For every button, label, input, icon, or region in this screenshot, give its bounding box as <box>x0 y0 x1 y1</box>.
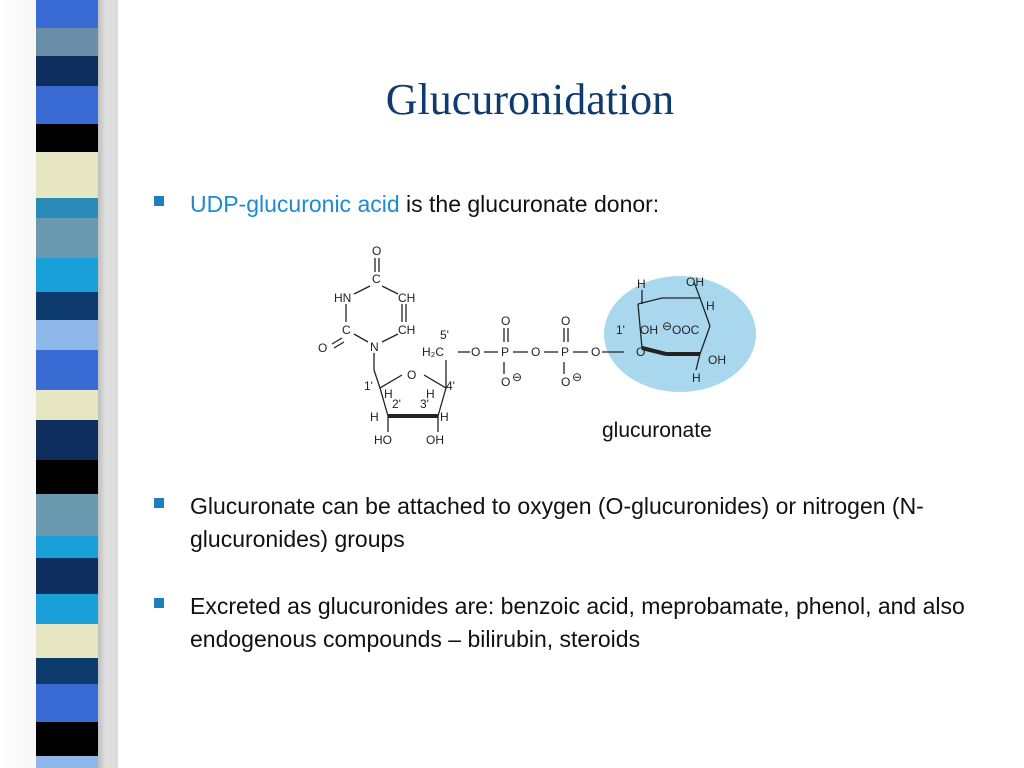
decorative-stripe <box>36 152 98 198</box>
phosphate-labels: O P O O ⊖ O P O O ⊖ O <box>471 314 600 389</box>
bullet-attachment-groups: Glucuronate can be attached to oxygen (O… <box>154 490 974 556</box>
atom-label: H <box>426 387 435 401</box>
bullet-excreted-glucuronides: Excreted as glucuronides are: benzoic ac… <box>154 590 974 656</box>
atom-label: H <box>692 371 701 385</box>
decorative-stripe <box>36 624 98 658</box>
atom-label: O <box>531 345 540 359</box>
atom-label: OH <box>686 275 704 289</box>
decorative-stripe <box>36 124 98 152</box>
atom-label: C <box>372 272 381 286</box>
decorative-stripe <box>36 258 98 292</box>
atom-label: CH <box>398 291 415 305</box>
decorative-stripe <box>36 218 98 258</box>
decorative-stripe <box>36 558 98 594</box>
position-label: 2' <box>392 397 401 411</box>
bullet-text: UDP-glucuronic acid is the glucuronate d… <box>190 188 659 221</box>
atom-label: HO <box>374 433 392 447</box>
bullet-square-icon <box>154 196 164 206</box>
udp-glucuronic-acid-structure: O C HN CH CH C O N O H₂C 5' 1' 4' 2' 3' … <box>318 244 756 447</box>
bullet-text: Glucuronate can be attached to oxygen (O… <box>190 493 924 552</box>
atom-label: O <box>372 244 381 258</box>
atom-label: CH <box>398 323 415 337</box>
decorative-stripe <box>36 756 98 768</box>
glucuronate-caption: glucuronate <box>602 419 712 442</box>
atom-label: O <box>591 345 600 359</box>
decorative-stripe <box>36 722 98 756</box>
decorative-stripe <box>36 0 98 28</box>
decorative-stripe <box>36 86 98 124</box>
stripe-shadow <box>98 0 106 768</box>
glucuronate-labels: H OH H 1' OH ⊖ OOC O OH H <box>616 275 726 385</box>
atom-label: O <box>407 368 416 382</box>
decorative-stripe <box>36 460 98 494</box>
uracil-labels: O C HN CH CH C O N <box>318 244 415 355</box>
glucuronate-highlight <box>604 276 756 392</box>
atom-label: H <box>370 410 379 424</box>
decorative-stripe <box>36 536 98 558</box>
bullet-text: Excreted as glucuronides are: benzoic ac… <box>190 593 965 652</box>
decorative-stripe <box>36 350 98 390</box>
atom-label: O <box>636 345 645 359</box>
position-label: 3' <box>420 397 429 411</box>
atom-label: O <box>501 314 510 328</box>
atom-label: O <box>471 345 480 359</box>
negative-charge-icon: ⊖ <box>662 319 672 333</box>
decorative-stripe <box>36 494 98 536</box>
atom-label: O <box>561 375 570 389</box>
udp-glucuronic-acid-term: UDP-glucuronic acid <box>190 191 400 217</box>
atom-label: P <box>501 345 509 359</box>
atom-label: HN <box>334 291 351 305</box>
decorative-stripe <box>36 292 98 320</box>
bullet-udp-donor: UDP-glucuronic acid is the glucuronate d… <box>154 188 974 221</box>
position-label: 5' <box>440 328 449 342</box>
ribose-labels: O H₂C 5' 1' 4' 2' 3' H H H H HO OH <box>364 328 455 447</box>
atom-label: P <box>561 345 569 359</box>
atom-label: O <box>501 375 510 389</box>
decorative-stripe <box>36 28 98 56</box>
atom-label: OH <box>708 353 726 367</box>
decorative-stripe <box>36 420 98 460</box>
atom-label: H₂C <box>422 345 444 359</box>
atom-label: H <box>637 277 646 291</box>
bullet-square-icon <box>154 498 164 508</box>
atom-label: H <box>440 410 449 424</box>
negative-charge-icon: ⊖ <box>512 370 522 384</box>
atom-label: OOC <box>672 323 700 337</box>
atom-label: OH <box>426 433 444 447</box>
position-label: 4' <box>446 379 455 393</box>
atom-label: H <box>706 299 715 313</box>
atom-label: H <box>384 387 393 401</box>
atom-label: O <box>561 314 570 328</box>
decorative-stripe <box>36 658 98 684</box>
decorative-stripe <box>36 684 98 722</box>
decorative-stripe <box>36 56 98 86</box>
decorative-stripe <box>36 198 98 218</box>
atom-label: N <box>370 340 379 354</box>
position-label: 1' <box>616 323 625 337</box>
slide-title: Glucuronidation <box>385 75 675 124</box>
decorative-stripe <box>36 320 98 350</box>
bullet-rest-text: is the glucuronate donor: <box>399 191 660 217</box>
decorative-stripe <box>36 390 98 420</box>
bullet-square-icon <box>154 598 164 608</box>
decorative-stripe-column <box>36 0 98 768</box>
atom-label: C <box>342 323 351 337</box>
atom-label: OH <box>640 323 658 337</box>
negative-charge-icon: ⊖ <box>572 370 582 384</box>
decorative-stripe <box>36 594 98 624</box>
position-label: 1' <box>364 379 373 393</box>
atom-label: O <box>318 341 327 355</box>
